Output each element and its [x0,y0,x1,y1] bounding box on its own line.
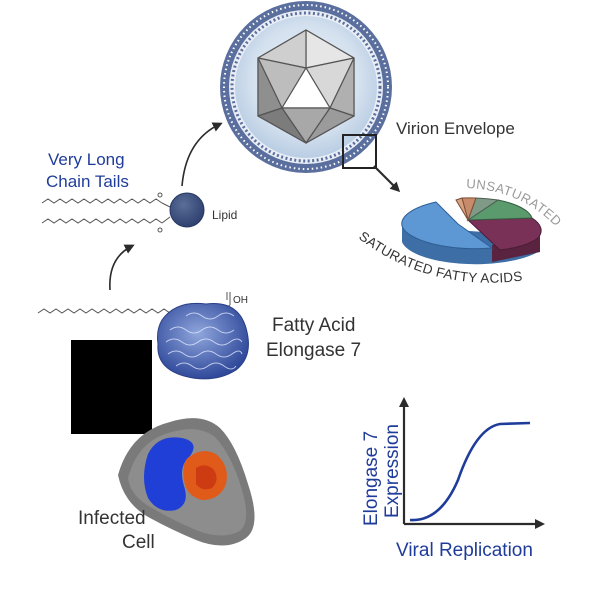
elongase-protein-icon [157,302,249,380]
carboxyl-label: OH [233,295,248,306]
expression-plot [399,397,545,529]
chain-tails [41,192,171,233]
very-long-label-line1: Very Long [48,150,125,169]
lipid-label: Lipid [212,208,237,222]
virion-icon [220,1,392,173]
fatty-acid-label-line1: Fatty Acid [272,315,355,336]
lipid-icon [169,192,205,228]
fatty-acid-label-line2: Elongase 7 [266,340,361,361]
infected-label-line2: Cell [122,532,155,553]
fatty-acid-to-lipid-arrow [109,244,135,291]
zoom-arrow [373,165,401,193]
virion-envelope-label: Virion Envelope [396,119,515,138]
x-axis-label: Viral Replication [396,540,533,561]
lipid-to-virion-arrow [181,122,223,187]
y-axis-label-line2: Expression [382,424,403,518]
redaction-box [71,340,152,434]
pie-chart-icon [401,197,542,265]
infected-cell-icon [118,418,255,546]
very-long-label-line2: Chain Tails [46,172,129,191]
y-axis-label-line1: Elongase 7 [361,431,382,526]
infected-label-line1: Infected [78,508,146,529]
expression-curve [409,421,531,522]
